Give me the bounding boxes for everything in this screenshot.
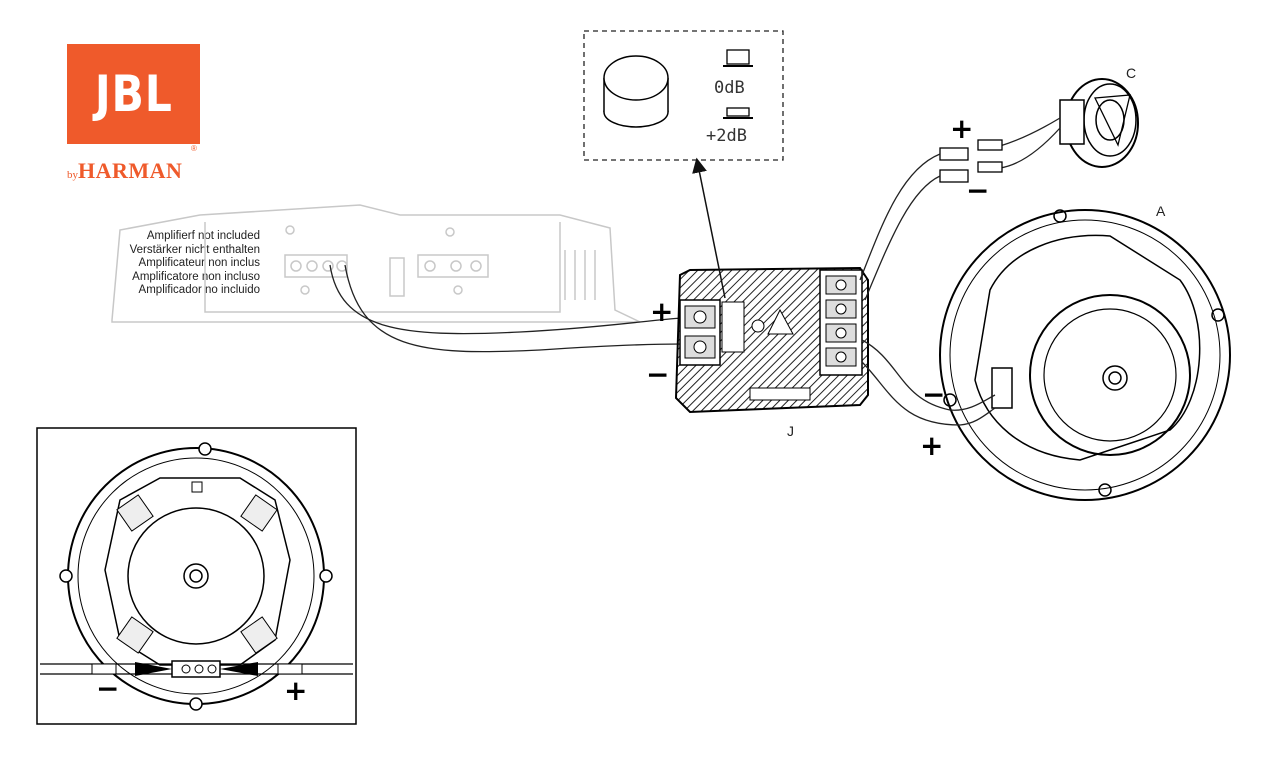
- woofer: [939, 209, 1231, 501]
- tweeter: [1059, 78, 1139, 168]
- amplifier-not-included-note: Amplifierf not included Verstärker nicht…: [100, 230, 260, 298]
- tweeter-positive: +: [950, 112, 973, 145]
- tweeter-level-callout: [583, 30, 784, 299]
- tweeter-wires: [859, 117, 1061, 301]
- woofer-wires: [861, 339, 996, 426]
- note-spanish: Amplificador no incluido: [138, 284, 260, 296]
- amplifier-outline: [111, 204, 641, 323]
- jbl-logo-box: JBL: [67, 44, 200, 144]
- level-option-2db: +2dB: [706, 126, 747, 146]
- tweeter-negative: −: [966, 174, 989, 207]
- note-italian: Amplificatore non incluso: [132, 270, 260, 283]
- jbl-logo-text: JBL: [94, 65, 173, 123]
- inset-negative: −: [96, 672, 119, 705]
- woofer-positive: +: [920, 429, 943, 462]
- crossover-input-positive: +: [650, 295, 673, 328]
- crossover-unit: [674, 266, 869, 414]
- harman-wordmark: byHARMAN: [67, 158, 183, 183]
- polarity-inset: [36, 427, 357, 725]
- woofer-negative: −: [922, 378, 945, 411]
- jbl-harman-logo: JBL ® byHARMAN: [67, 44, 200, 183]
- crossover-input-negative: −: [646, 358, 669, 391]
- note-french: Amplificateur non inclus: [138, 257, 260, 269]
- inset-positive: +: [284, 674, 307, 707]
- note-english: Amplifierf not included: [146, 230, 260, 242]
- level-option-0db: 0dB: [714, 78, 745, 98]
- label-crossover-j: J: [787, 423, 794, 439]
- label-tweeter-c: C: [1126, 65, 1136, 81]
- registered-mark: ®: [191, 144, 197, 153]
- note-german: Verstärker nicht enthalten: [129, 243, 260, 256]
- label-woofer-a: A: [1156, 203, 1166, 219]
- amp-wires: [329, 264, 683, 353]
